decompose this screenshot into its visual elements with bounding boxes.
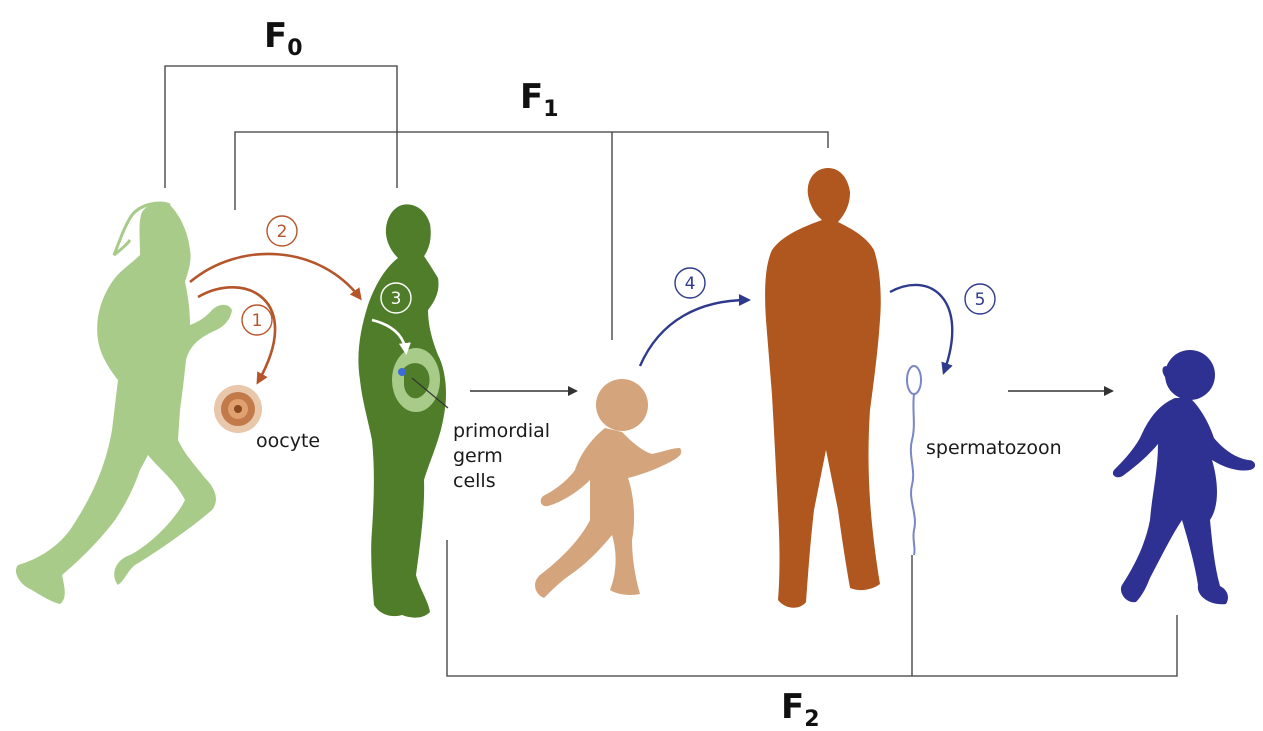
arrow-step-1 — [198, 287, 275, 382]
step-4-badge: 4 — [675, 268, 705, 298]
arrow-step-5 — [890, 285, 952, 372]
step-2-number: 2 — [277, 222, 288, 242]
step-5-badge: 5 — [965, 284, 995, 314]
f1-label: F1 — [520, 77, 559, 122]
f2-label: F2 — [781, 687, 820, 731]
pgc-line-1: primordial — [453, 420, 550, 442]
step-5-number: 5 — [975, 290, 986, 310]
oocyte-icon — [214, 385, 262, 433]
pgc-line-2: germ — [453, 445, 503, 467]
f2-bracket — [447, 540, 1177, 676]
pgc-line-3: cells — [453, 470, 496, 492]
step-1-badge: 1 — [242, 305, 272, 335]
step-2-badge: 2 — [267, 216, 297, 246]
step-1-number: 1 — [252, 311, 263, 331]
pregnant-woman-silhouette — [358, 204, 446, 617]
standing-man-silhouette — [765, 168, 881, 608]
arrow-step-4 — [640, 300, 748, 366]
arrow-step-2 — [190, 254, 360, 298]
step-4-number: 4 — [685, 274, 696, 294]
running-woman-silhouette — [16, 203, 232, 604]
running-child-silhouette — [535, 379, 681, 598]
f1-bracket — [235, 132, 828, 340]
step-3-number: 3 — [391, 289, 402, 309]
embryo-icon — [392, 348, 440, 412]
spermatozoon-icon — [907, 366, 921, 555]
oocyte-label: oocyte — [256, 430, 320, 452]
walking-girl-silhouette — [1113, 350, 1255, 604]
f0-label: F0 — [264, 16, 303, 61]
spermatozoon-label: spermatozoon — [926, 437, 1062, 459]
f0-bracket — [165, 66, 397, 188]
